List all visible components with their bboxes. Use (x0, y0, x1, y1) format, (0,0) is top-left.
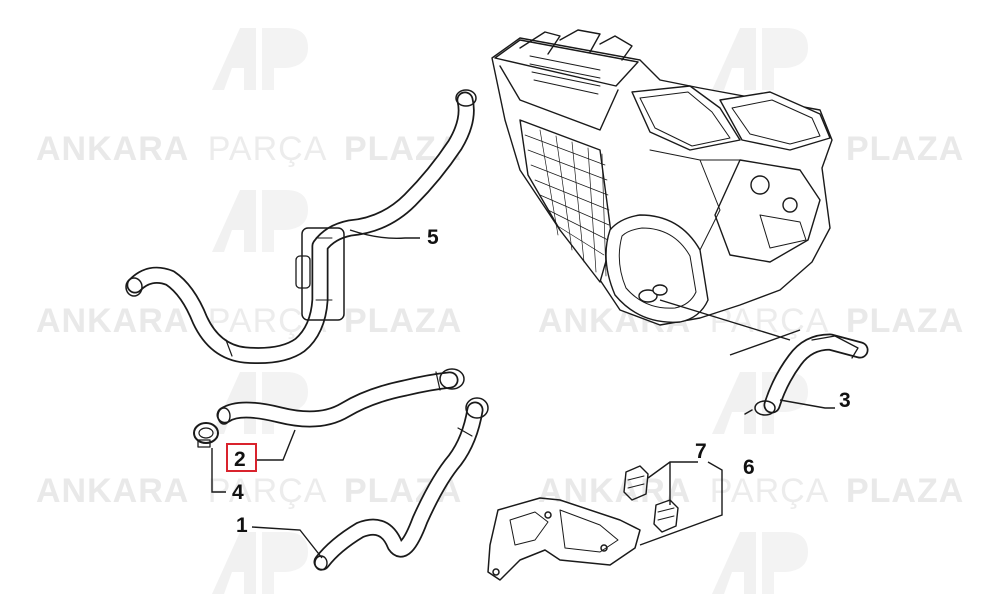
ap-logo-icon (212, 532, 308, 594)
clamp-4 (193, 422, 219, 448)
heater-unit (491, 29, 833, 326)
watermark-brand-bold: PLAZA (344, 302, 462, 340)
callout-7: 7 (695, 440, 707, 463)
callout-1: 1 (236, 514, 248, 537)
bracket-6 (487, 497, 641, 581)
watermark-brand-bold: PLAZA (846, 472, 964, 510)
watermark-brand-bold: ANKARA (36, 130, 189, 168)
svg-text:ANKARA PARÇA PLAZA: ANKARA PARÇA PLAZA (538, 472, 964, 510)
callouts: 5 3 2 4 1 7 6 (226, 226, 851, 537)
hose-5 (125, 89, 477, 364)
callout-3: 3 (839, 389, 851, 412)
ap-logo-icon (712, 532, 808, 594)
svg-text:ANKARA PARÇA PLAZA: ANKARA PARÇA PLAZA (36, 472, 462, 510)
watermark-brand-light: PARÇA (710, 472, 829, 510)
callout-5: 5 (427, 226, 439, 249)
svg-text:ANKARA PARÇA PLAZA: ANKARA PARÇA PLAZA (36, 302, 462, 340)
ap-logo-icon (212, 190, 308, 252)
callout-4: 4 (232, 481, 244, 504)
svg-text:ANKARA PARÇA PLAZA: ANKARA PARÇA PLAZA (36, 130, 462, 168)
svg-text:ANKARA PARÇA PLAZA: ANKARA PARÇA PLAZA (538, 302, 964, 340)
hose-2 (216, 368, 465, 428)
watermark-brand-light: PARÇA (208, 130, 327, 168)
hose-1 (313, 397, 489, 571)
watermark-brand-bold: ANKARA (538, 472, 691, 510)
callout-2: 2 (234, 448, 246, 471)
watermark-brand-light: PARÇA (208, 472, 327, 510)
watermark-brand-bold: ANKARA (36, 472, 189, 510)
selected-part-highlight (226, 443, 257, 472)
pipe-3 (744, 333, 869, 416)
ap-logo-icon (712, 28, 808, 90)
leader-lines (211, 229, 835, 559)
watermark-brand-bold: PLAZA (846, 302, 964, 340)
watermark-brand-bold: ANKARA (36, 302, 189, 340)
callout-6: 6 (743, 456, 755, 479)
ap-logo-icon (212, 28, 308, 90)
watermark-brand-bold: PLAZA (846, 130, 964, 168)
